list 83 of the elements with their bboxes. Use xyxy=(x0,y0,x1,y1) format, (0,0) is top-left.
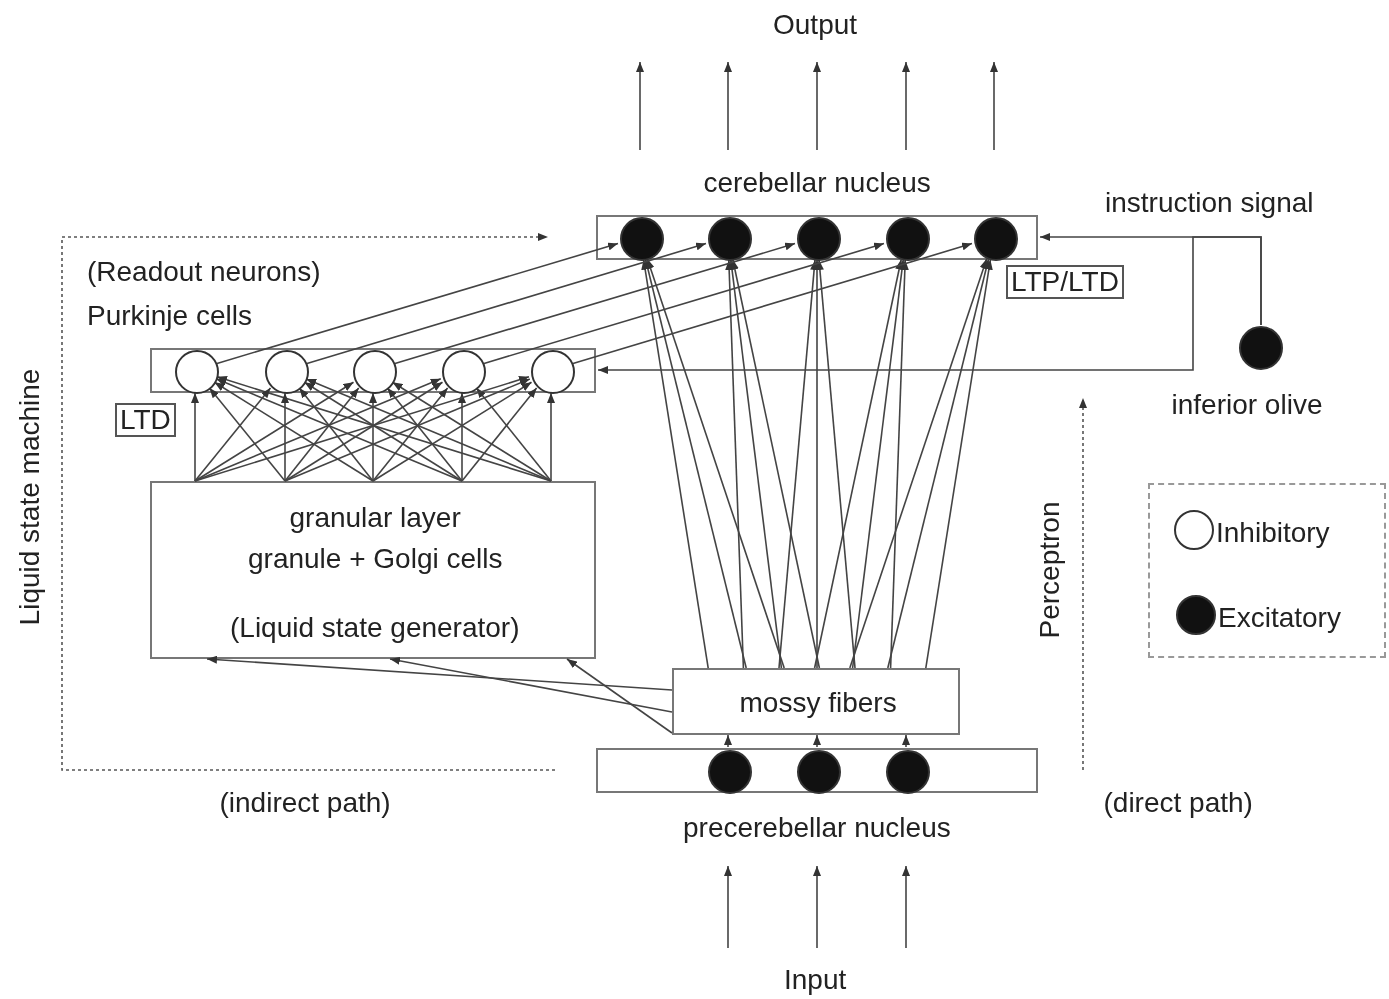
text-label: (indirect path) xyxy=(219,786,391,820)
neuron-circle xyxy=(620,217,664,261)
arrow xyxy=(208,387,286,482)
arrow xyxy=(194,387,272,482)
side-label: Liquid state machine xyxy=(12,368,46,626)
arrow xyxy=(813,734,821,748)
neuron-circle xyxy=(353,350,397,394)
arrow xyxy=(887,258,990,669)
arrow xyxy=(724,734,732,748)
arrow xyxy=(394,242,796,365)
node-label: cerebellar nucleus xyxy=(703,166,931,200)
layer-box xyxy=(672,668,960,735)
arrow xyxy=(194,381,355,482)
arrow xyxy=(815,259,856,669)
text-label: Output xyxy=(773,8,858,42)
tag-label: LTD xyxy=(115,403,176,437)
side-label: Perceptron xyxy=(1033,501,1066,639)
node-label: mossy fibers xyxy=(739,686,897,720)
text-label: Input xyxy=(784,963,847,997)
text-label: (direct path) xyxy=(1103,786,1253,820)
arrow xyxy=(372,381,533,482)
arrow xyxy=(778,259,819,669)
node-label: Purkinje cells xyxy=(87,299,252,333)
arrow xyxy=(303,381,463,482)
node-label: granular layer xyxy=(289,501,461,535)
arrow xyxy=(566,658,673,734)
arrow xyxy=(458,392,466,482)
neuron-circle xyxy=(708,750,752,794)
node-label: precerebellar nucleus xyxy=(683,811,951,845)
arrow xyxy=(191,392,199,482)
arrow xyxy=(386,387,463,482)
legend-label: Excitatory xyxy=(1218,601,1341,635)
tag-label: LTP/LTD xyxy=(1006,265,1124,299)
neuron-circle xyxy=(265,350,309,394)
arrow xyxy=(646,258,785,669)
arrow xyxy=(298,387,374,482)
arrow xyxy=(813,259,821,669)
arrow xyxy=(206,655,673,691)
neuron-circle xyxy=(708,217,752,261)
neuron-circle xyxy=(797,217,841,261)
arrow xyxy=(284,378,531,482)
arrow xyxy=(216,242,619,365)
arrow xyxy=(305,378,552,482)
arrow xyxy=(547,392,555,482)
node-label: (Liquid state generator) xyxy=(230,611,520,645)
arrow xyxy=(391,381,552,482)
arrow xyxy=(925,258,993,669)
arrow xyxy=(389,656,673,713)
neuron-circle xyxy=(442,350,486,394)
arrow xyxy=(213,381,374,482)
arrow xyxy=(194,378,442,482)
arrow xyxy=(475,387,552,482)
arrow xyxy=(215,378,463,482)
neuron-circle xyxy=(886,217,930,261)
arrow xyxy=(849,258,988,669)
arrow xyxy=(902,734,910,748)
arrow xyxy=(284,387,360,482)
arrow xyxy=(572,242,973,365)
node-label: (Readout neurons) xyxy=(87,255,321,289)
layer-box xyxy=(150,481,596,659)
node-label: granule + Golgi cells xyxy=(248,542,503,576)
node-caption: inferior olive xyxy=(1171,388,1323,422)
legend-label: Inhibitory xyxy=(1216,516,1330,550)
arrow xyxy=(641,258,709,669)
arrow xyxy=(372,387,449,482)
neuron-circle xyxy=(175,350,219,394)
arrow xyxy=(483,242,885,365)
arrow xyxy=(851,259,906,669)
neuron-circle xyxy=(974,217,1018,261)
neuron-circle xyxy=(886,750,930,794)
text-label: instruction signal xyxy=(1105,186,1314,220)
arrow xyxy=(889,259,909,669)
arrow xyxy=(281,392,289,482)
arrow xyxy=(369,392,377,482)
arrow xyxy=(306,242,707,365)
arrow xyxy=(725,259,745,669)
arrow xyxy=(284,381,444,482)
neuron-circle xyxy=(531,350,575,394)
arrow xyxy=(597,236,1262,374)
arrow xyxy=(461,387,538,482)
arrow xyxy=(728,259,783,669)
arrow xyxy=(813,258,904,669)
neuron-circle xyxy=(797,750,841,794)
